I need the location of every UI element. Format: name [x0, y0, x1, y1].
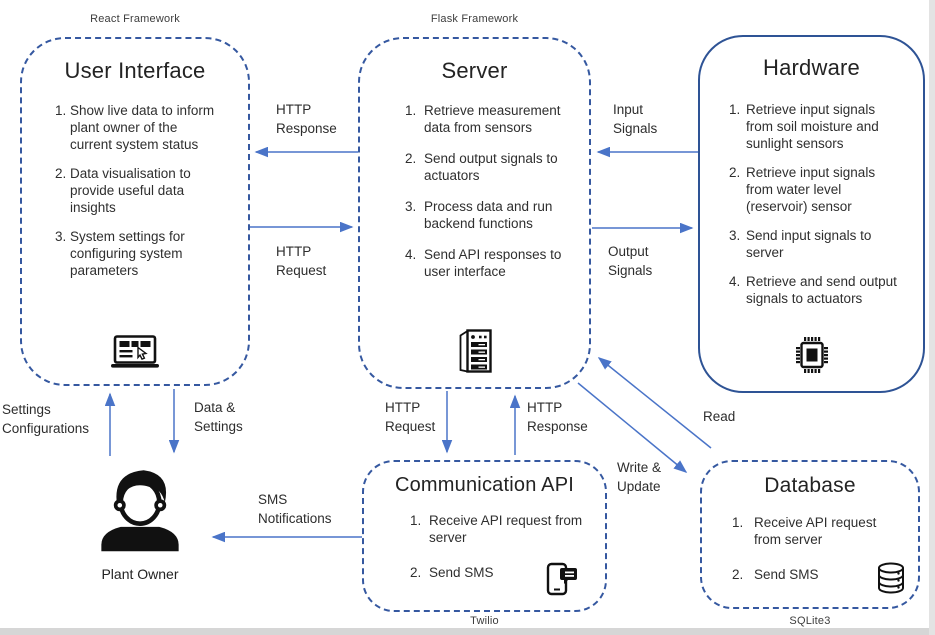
http-request-label: HTTP Request — [276, 244, 327, 278]
user-interface-list: Show live data to inform plant owner of … — [22, 102, 248, 279]
output-signals-label: Output Signals — [608, 244, 653, 278]
screenshot-right-edge — [929, 0, 935, 635]
hardware-box: Hardware Retrieve input signals from soi… — [698, 35, 925, 393]
server-list: Retrieve measurement data from sensors S… — [360, 102, 589, 280]
database-title: Database — [764, 474, 856, 497]
database-cylinder-icon — [877, 562, 905, 594]
database-box: Database Receive API request from server… — [700, 460, 920, 609]
list-item: Data visualisation to provide useful dat… — [55, 165, 191, 215]
data-and-settings-label: Data & Settings — [194, 400, 243, 434]
list-item: Receive API request from server — [410, 512, 583, 545]
input-signals-label: Input Signals — [613, 102, 658, 136]
list-item: Retrieve and send output signals to actu… — [729, 273, 897, 306]
server-box: Server Retrieve measurement data from se… — [358, 37, 591, 389]
communication-api-title: Communication API — [394, 474, 575, 496]
user-interface-box: User Interface Show live data to inform … — [20, 37, 250, 386]
write-update-label: Write & Update — [617, 460, 662, 494]
server-title: Server — [441, 58, 508, 83]
microchip-icon — [795, 335, 829, 375]
list-item: Send API responses to user interface — [405, 246, 562, 279]
http-response-comm-label: HTTP Response — [527, 400, 588, 434]
list-item: Show live data to inform plant owner of … — [55, 102, 215, 152]
list-item: Send output signals to actuators — [405, 150, 558, 183]
settings-configurations-label: Settings Configurations — [2, 402, 90, 436]
react-framework-label: React Framework — [90, 13, 180, 25]
laptop-browser-icon — [111, 335, 159, 370]
list-item: Retrieve input signals from soil moistur… — [729, 101, 879, 151]
hardware-title: Hardware — [763, 55, 860, 80]
list-item: Send input signals to server — [729, 227, 872, 260]
read-label: Read — [703, 409, 736, 424]
list-item: Process data and run backend functions — [405, 198, 553, 231]
person-icon — [94, 462, 186, 554]
screenshot-bottom-edge — [0, 628, 935, 635]
http-response-label: HTTP Response — [276, 102, 337, 136]
list-item: System settings for configuring system p… — [55, 228, 185, 278]
communication-api-list: Receive API request from server Send SMS — [364, 512, 605, 581]
list-item: Receive API request from server — [732, 514, 877, 547]
list-item: Retrieve measurement data from sensors — [405, 102, 561, 135]
list-item: Retrieve input signals from water level … — [729, 164, 876, 214]
flask-framework-label: Flask Framework — [430, 13, 519, 25]
phone-sms-icon — [546, 560, 579, 596]
sqlite3-label: SQLite3 — [789, 615, 831, 627]
plant-owner-label: Plant Owner — [101, 566, 179, 582]
server-rack-icon — [457, 329, 492, 373]
list-item: Send SMS — [732, 566, 819, 583]
communication-api-box: Communication API Receive API request fr… — [362, 460, 607, 612]
http-request-comm-label: HTTP Request — [385, 400, 436, 434]
sms-notifications-label: SMS Notifications — [258, 492, 332, 526]
list-item: Send SMS — [410, 564, 494, 581]
arrow-read — [597, 357, 712, 449]
database-list: Receive API request from server Send SMS — [702, 514, 918, 583]
user-interface-title: User Interface — [64, 58, 206, 83]
twilio-label: Twilio — [470, 615, 499, 627]
hardware-list: Retrieve input signals from soil moistur… — [700, 101, 923, 307]
